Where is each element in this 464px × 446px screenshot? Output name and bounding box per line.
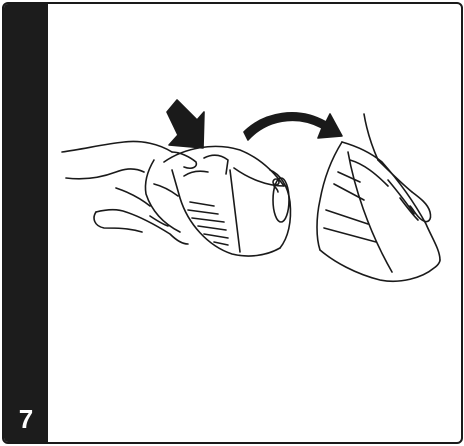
step-number: 7 [4, 406, 48, 432]
hand-holding-handle-icon [62, 141, 196, 244]
swing-arrow-icon [244, 113, 342, 140]
instruction-illustration [48, 4, 461, 442]
step-sidebar: 7 [4, 4, 48, 442]
hand-holding-bowl-icon [364, 114, 431, 222]
press-arrow-icon [167, 100, 204, 148]
dust-bowl-icon [317, 142, 440, 281]
vacuum-handle-icon [164, 146, 291, 256]
